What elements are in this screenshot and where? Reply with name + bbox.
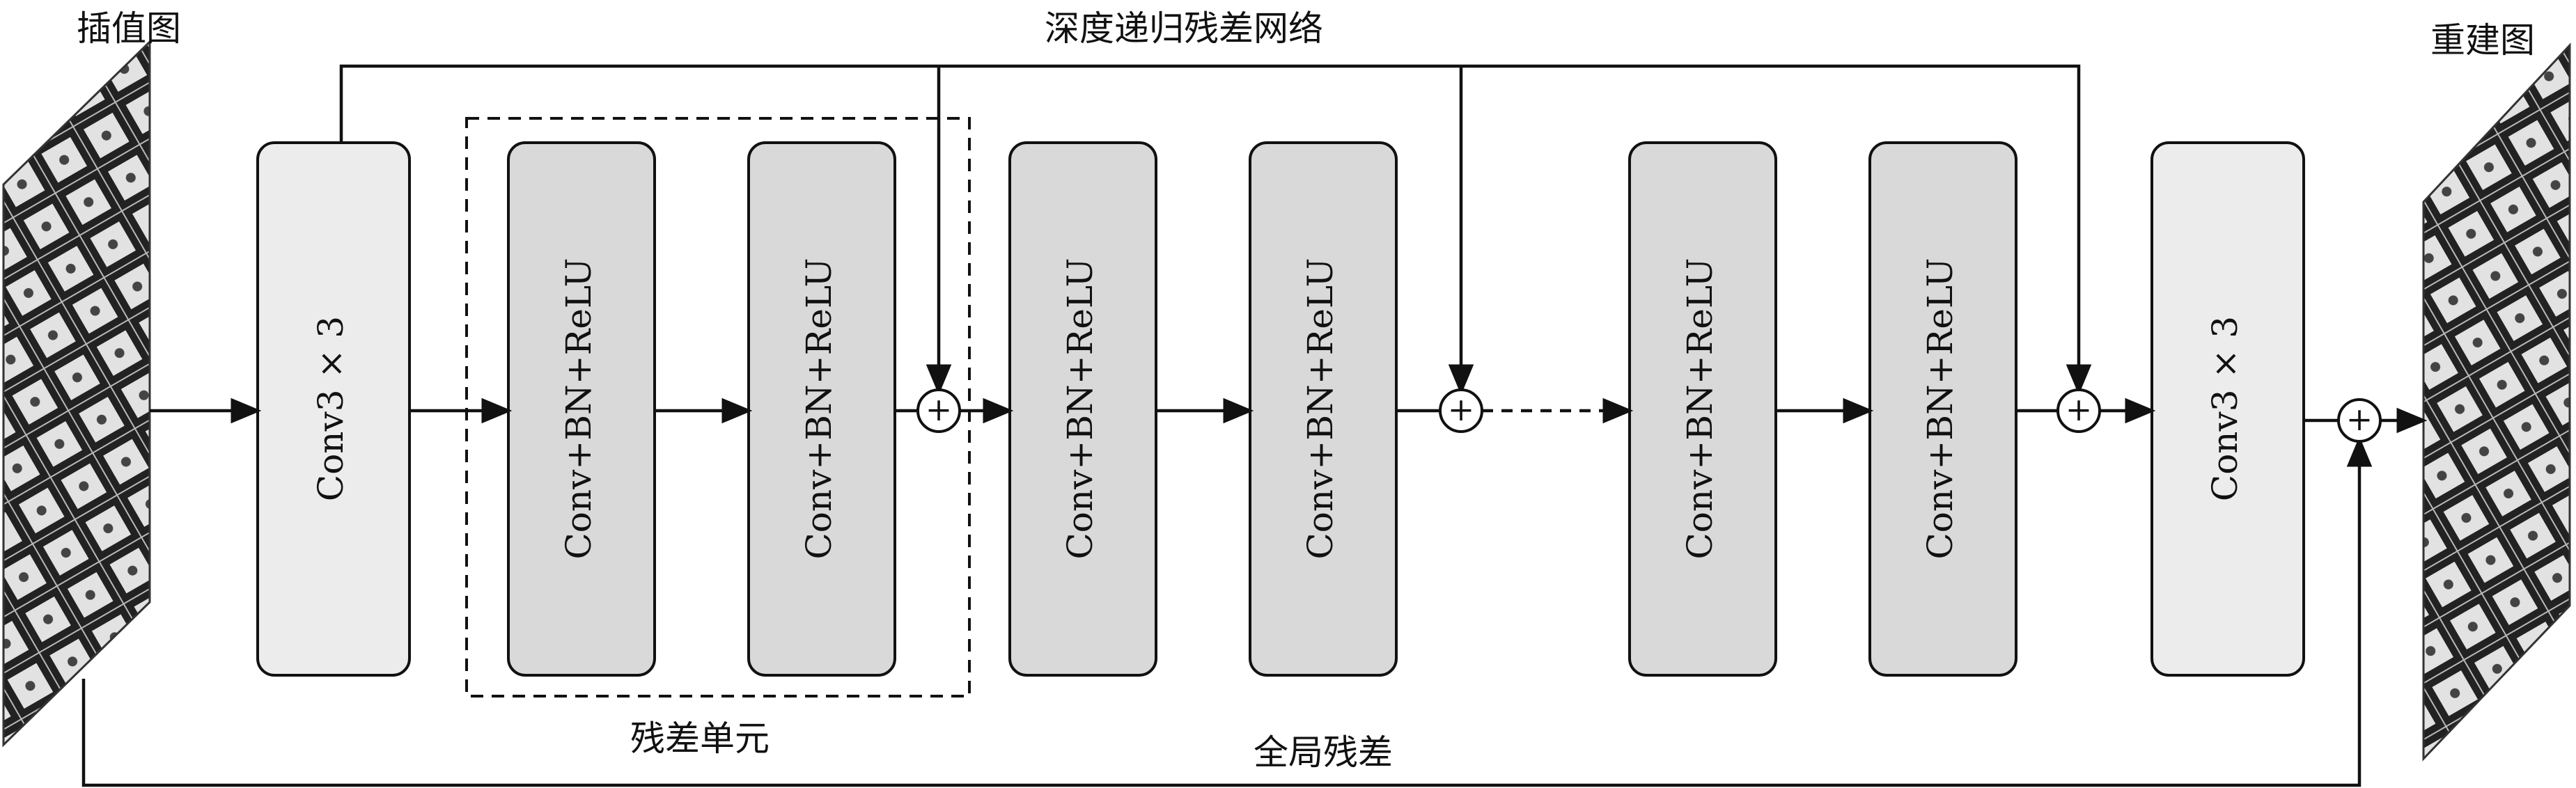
sum-node-1: + bbox=[916, 388, 961, 433]
sum-node-3: + bbox=[2056, 388, 2101, 433]
block-label: Conv3 × 3 bbox=[311, 316, 351, 501]
flow-arrows bbox=[150, 397, 2428, 434]
block-unit-2b: Conv+BN+ReLU bbox=[1249, 141, 1398, 677]
recursive-skip-lines bbox=[339, 64, 2092, 395]
block-label: Conv+BN+ReLU bbox=[1060, 258, 1100, 560]
block-label: Conv3 × 3 bbox=[2205, 316, 2245, 501]
block-unit-2a: Conv+BN+ReLU bbox=[1008, 141, 1157, 677]
sum-node-2: + bbox=[1439, 388, 1483, 433]
plus-symbol: + bbox=[2066, 391, 2093, 428]
block-unit-nb: Conv+BN+ReLU bbox=[1868, 141, 2017, 677]
block-unit-1a: Conv+BN+ReLU bbox=[507, 141, 656, 677]
block-label: Conv+BN+ReLU bbox=[1680, 258, 1720, 560]
output-image bbox=[2422, 42, 2571, 762]
output-label: 重建图 bbox=[2430, 20, 2535, 61]
global-residual-line bbox=[81, 436, 2373, 787]
block-label: Conv+BN+ReLU bbox=[1300, 258, 1341, 560]
block-conv-output: Conv3 × 3 bbox=[2150, 141, 2305, 677]
residual-unit-label: 残差单元 bbox=[630, 718, 770, 759]
block-unit-1b: Conv+BN+ReLU bbox=[747, 141, 896, 677]
global-residual-label: 全局残差 bbox=[1254, 732, 1393, 773]
block-conv-input: Conv3 × 3 bbox=[256, 141, 411, 677]
block-label: Conv+BN+ReLU bbox=[799, 258, 839, 560]
input-image bbox=[2, 39, 151, 748]
input-label: 插值图 bbox=[77, 8, 181, 49]
plus-symbol: + bbox=[926, 391, 953, 428]
plus-symbol: + bbox=[2346, 400, 2373, 438]
plus-symbol: + bbox=[1448, 391, 1475, 428]
residual-unit-frame bbox=[465, 117, 971, 698]
blocks: Conv3 × 3 Conv+BN+ReLU Conv+BN+ReLU Conv… bbox=[256, 141, 2305, 677]
sum-node-global: + bbox=[2337, 398, 2382, 443]
block-label: Conv+BN+ReLU bbox=[1920, 258, 1960, 560]
block-unit-na: Conv+BN+ReLU bbox=[1628, 141, 1777, 677]
diagram-title: 深度递归残差网络 bbox=[1045, 8, 1323, 49]
block-label: Conv+BN+ReLU bbox=[559, 258, 599, 560]
